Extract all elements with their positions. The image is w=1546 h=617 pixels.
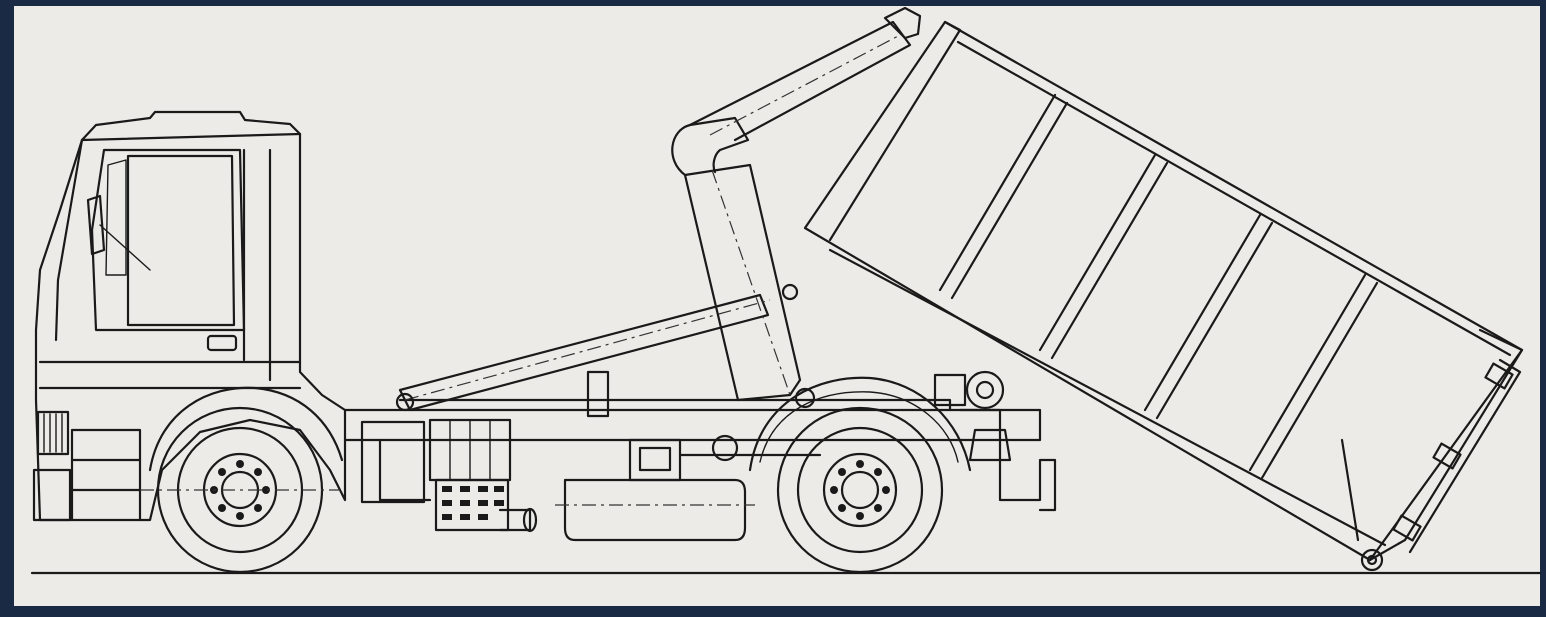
paper-sheet [14,6,1540,606]
tilted-container [803,20,1524,572]
rear-wheel [748,376,972,574]
truck-cab [32,110,347,522]
hook-arm [395,6,922,412]
chassis-frame [343,370,1057,542]
front-wheel [140,406,340,574]
